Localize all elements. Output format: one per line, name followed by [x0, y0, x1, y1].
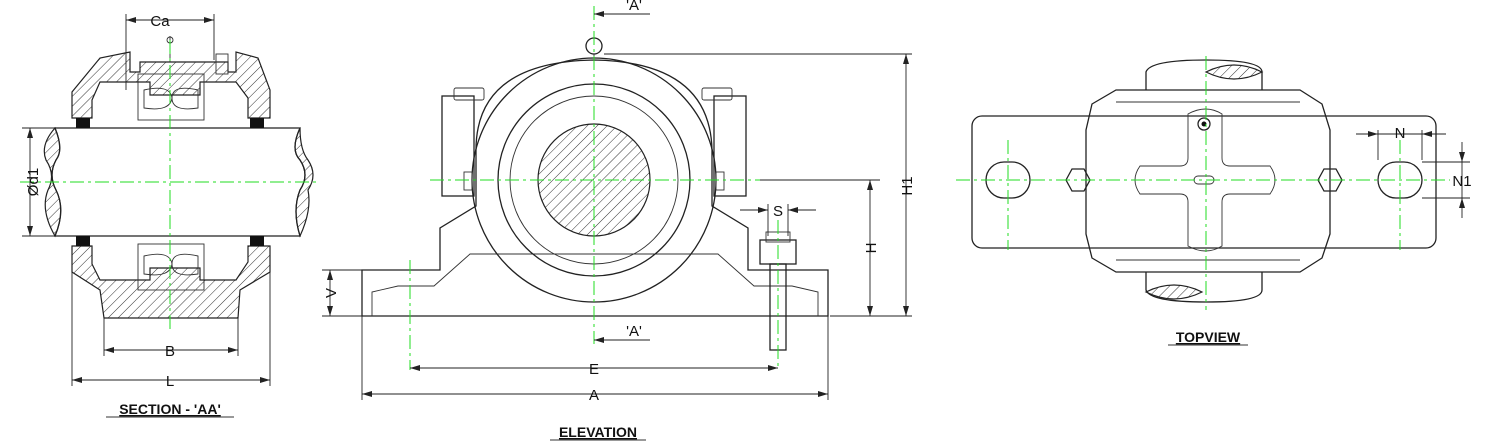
grease-point [1197, 117, 1211, 131]
plug [215, 53, 229, 75]
dim-label-h: H [863, 243, 880, 254]
dim-label-e: E [589, 361, 599, 378]
dim-label-l: L [166, 373, 174, 390]
seal-lower-left [76, 236, 90, 246]
housing-section-upper [71, 51, 271, 119]
dim-label-n1: N1 [1452, 173, 1471, 190]
bolt-head-right [701, 87, 733, 101]
bolt-head-left [453, 87, 485, 101]
dim-label-n: N [1395, 125, 1406, 142]
housing-section-lower [71, 245, 271, 319]
roller-upper-right [171, 87, 199, 110]
dim-label-a: A [589, 387, 599, 404]
elevation-view-title: ELEVATION [559, 424, 637, 440]
seal-upper-right [250, 118, 264, 128]
bearing-outer-upper [137, 73, 205, 121]
top-view: N N1 TOPVIEW [956, 56, 1472, 346]
boss-right [713, 95, 747, 197]
seal-upper-left [76, 118, 90, 128]
elevation-view: 'A' 'A' S H H1 V E [322, 0, 916, 441]
boss-left [441, 95, 475, 197]
top-base [971, 115, 1437, 249]
top-body [1085, 89, 1331, 273]
top-view-title: TOPVIEW [1176, 329, 1241, 345]
section-view-title: SECTION - 'AA' [119, 401, 221, 417]
top-cross-recess [1134, 108, 1276, 252]
dim-label-s: S [773, 203, 783, 220]
base-inner [371, 253, 819, 316]
bearing-outer-lower [137, 243, 205, 291]
dim-label-ca: Ca [150, 13, 170, 30]
dim-label-b: B [165, 343, 175, 360]
seal-lower-right [250, 236, 264, 246]
shaft-top-hatch [1204, 64, 1264, 80]
section-mark-top: 'A' [626, 0, 642, 14]
section-mark-bottom: 'A' [626, 323, 642, 340]
shaft-bottom-hatch [1144, 284, 1204, 300]
dim-label-h1: H1 [899, 176, 916, 195]
roller-lower-right [171, 253, 199, 276]
section-view: Ca Ød1 B L SECTION - 'AA' [20, 13, 318, 418]
dim-label-v: V [323, 288, 340, 298]
dim-label-d1: Ød1 [25, 168, 42, 196]
